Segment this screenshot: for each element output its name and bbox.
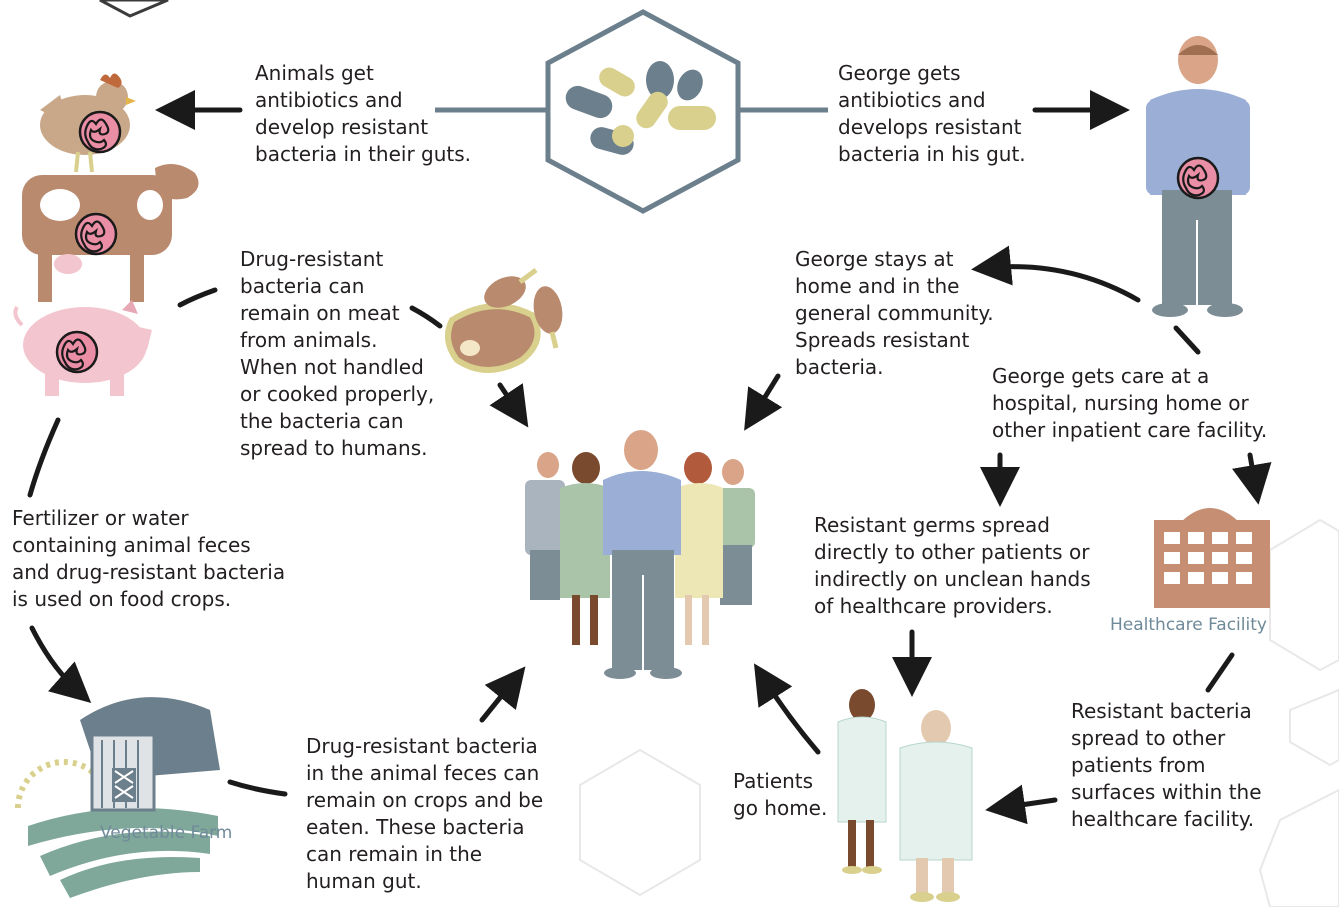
chicken-icon [40,73,136,173]
meat-icon [445,268,563,373]
text-meat: Drug-resistant bacteria can remain on me… [240,247,435,460]
george-icon [1146,36,1250,317]
flow-arrows [27,90,1272,825]
connector-farm-crops [227,779,288,797]
text-george-stays-home: George stays at home and in the general … [795,247,994,379]
text-patients-home: Patients go home. [733,769,828,820]
cropped-hexagon [99,0,169,18]
vegetable-farm-icon [15,697,220,898]
arrow-patients-home-to-crowd [753,663,821,755]
patients-icon [837,689,973,902]
text-crops: Drug-resistant bacteria in the animal fe… [306,734,544,893]
healthcare-building-icon [1154,508,1270,608]
arrow-george-stays-home [971,245,1141,303]
pig-icon [13,300,152,396]
arrow-fertilizer-to-farm [29,625,92,703]
text-germs-spread: Resistant germs spread directly to other… [814,513,1091,618]
crowd-icon [525,430,755,679]
arrow-care-to-building [1232,452,1272,505]
label-vegetable-farm: Vegetable Farm [100,823,233,843]
connector-building-surfaces [1205,652,1235,693]
connector-pig-fertilizer [27,417,61,498]
text-animals-antibiotics: Animals get antibiotics and develop resi… [255,61,472,166]
arrow-crops-to-crowd [479,666,526,723]
arrow-surfaces-to-patients [985,784,1058,825]
text-george-antibiotics: George gets antibiotics and develops res… [838,61,1026,166]
cow-icon [22,164,199,302]
connector-pig-meat [177,287,218,308]
arrow-meat-to-crowd [489,382,529,428]
connector-george-care [1173,325,1201,355]
arrow-home-to-crowd [744,373,783,431]
label-healthcare-facility: Healthcare Facility [1110,615,1267,635]
text-fertilizer: Fertilizer or water containing animal fe… [12,506,286,611]
pills-hexagon-icon [435,9,828,214]
text-george-care: George gets care at a hospital, nursing … [992,364,1268,442]
text-surfaces: Resistant bacteria spread to other patie… [1071,699,1262,831]
connector-meat-text [409,305,443,329]
